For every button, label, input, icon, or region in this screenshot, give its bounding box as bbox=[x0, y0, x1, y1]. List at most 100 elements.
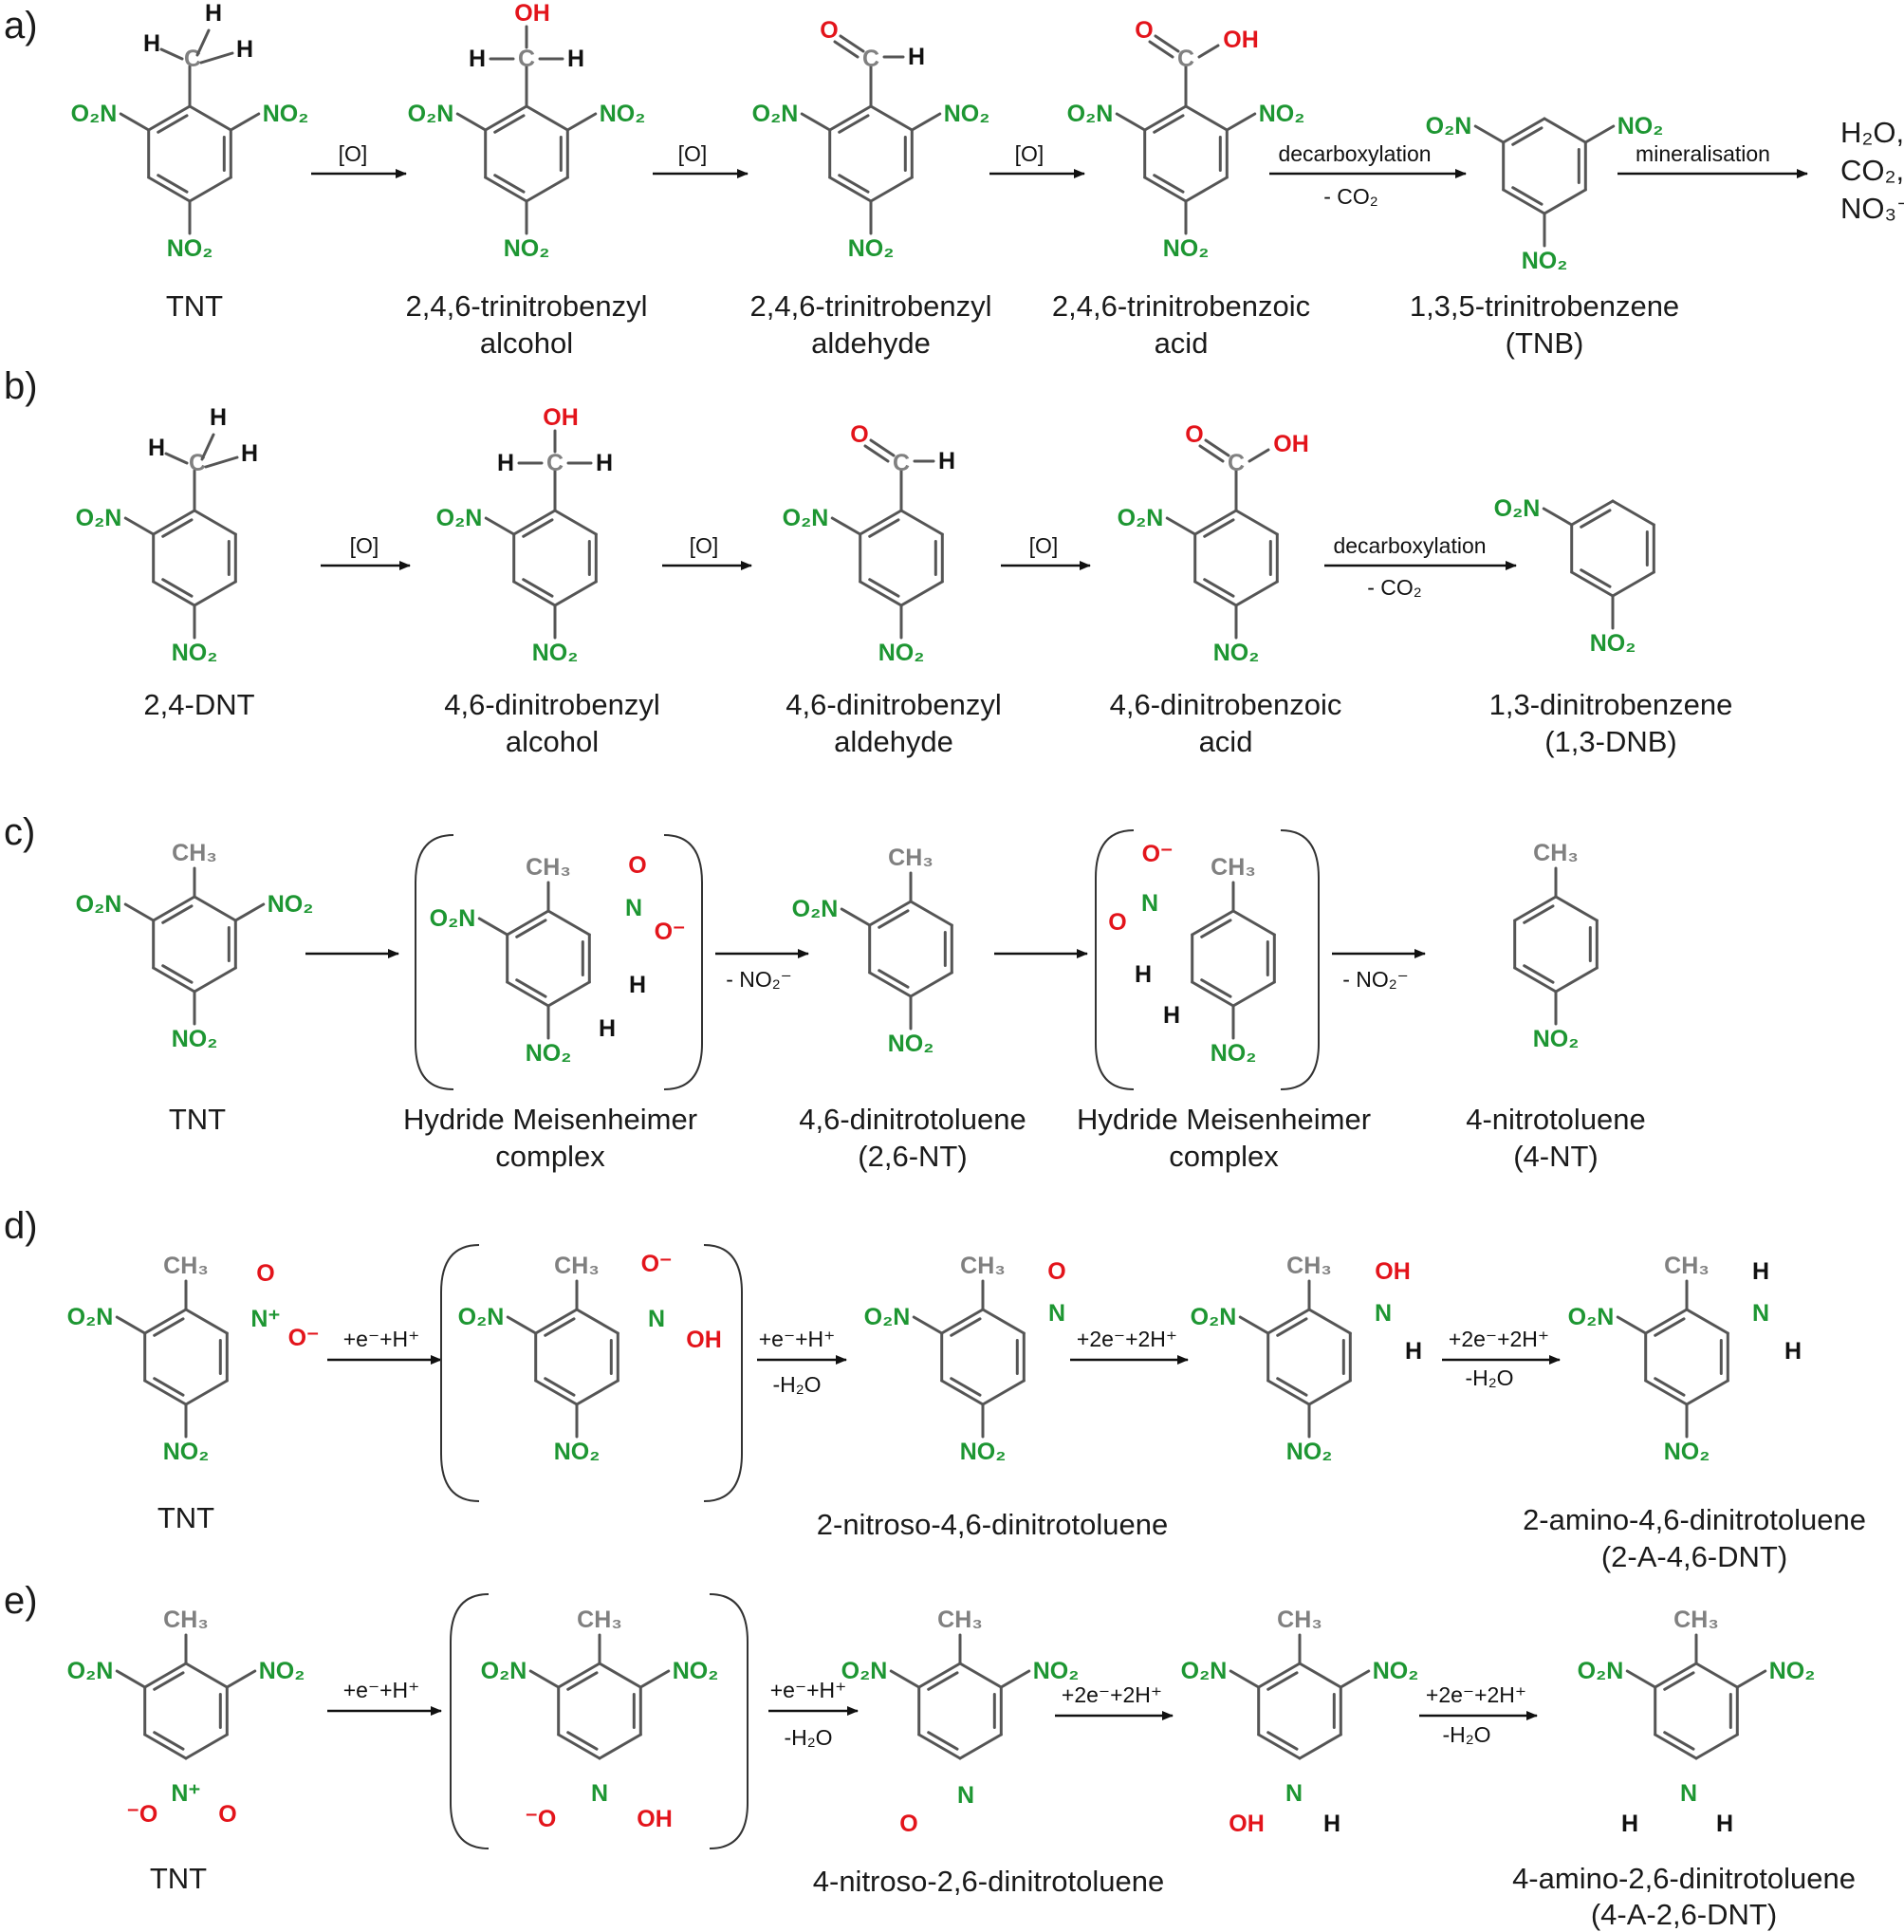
nitro-b-2-left-bond bbox=[484, 516, 516, 536]
bracket-c-2-left bbox=[1095, 829, 1135, 1090]
carboxyl-b-4-co-bond bbox=[1204, 438, 1230, 457]
mol-b-2-double-bond bbox=[522, 518, 554, 538]
caption-c-4-line2: complex bbox=[1169, 1140, 1279, 1173]
mol-b-4-double-bond bbox=[1203, 578, 1235, 598]
mol-e-3-ring-bond bbox=[917, 1733, 962, 1760]
nitro-a-1-right: NO₂ bbox=[263, 101, 309, 127]
nitro-a-3-bottom: NO₂ bbox=[848, 235, 895, 262]
aldehyde-b-3-o: O bbox=[850, 421, 868, 448]
aldehyde-a-3-carbon: C bbox=[862, 46, 879, 72]
mol-e-5-ring-bond bbox=[1654, 1662, 1698, 1689]
nitro-e-3-left-bond bbox=[889, 1669, 921, 1689]
mol-e-1-ring-bond bbox=[184, 1733, 229, 1760]
tnt-a-ring-bond bbox=[147, 104, 192, 132]
mol-c-2-ring-bond bbox=[506, 909, 550, 937]
methyl-b-1-h1: H bbox=[148, 435, 165, 461]
methyl-e-3: CH₃ bbox=[937, 1607, 983, 1633]
arrow-c-4-label: - NO₂⁻ bbox=[1342, 967, 1409, 992]
mol-c-1-double-bond bbox=[161, 964, 194, 984]
nitro-b-5-left-bond bbox=[1542, 507, 1574, 527]
caption-a-2-line2: alcohol bbox=[480, 326, 573, 360]
mol-e-4-ring-bond bbox=[1257, 1733, 1302, 1760]
bracket-d-left bbox=[440, 1244, 480, 1502]
nitro-a-2-bottom: NO₂ bbox=[504, 235, 550, 262]
nitro-e-5-right-bond bbox=[1735, 1669, 1767, 1689]
methyl-d-1: CH₃ bbox=[163, 1253, 209, 1279]
nitronate-ominus-c-4: O⁻ bbox=[1142, 841, 1174, 867]
nitro-c-2-bottom: NO₂ bbox=[526, 1040, 572, 1067]
caption-a-3-line1: 2,4,6-trinitrobenzyl bbox=[749, 289, 991, 323]
arrow-d-1-label: +e⁻+H⁺ bbox=[343, 1327, 420, 1351]
nitro-e-1-left: O₂N bbox=[67, 1658, 114, 1684]
caption-b-4-line1: 4,6-dinitrobenzoic bbox=[1110, 688, 1342, 721]
amine-h2-e-5: H bbox=[1716, 1811, 1733, 1837]
nitro-a-1-bottom: NO₂ bbox=[167, 235, 213, 262]
carboxyl-a-4-o: O bbox=[1135, 17, 1153, 44]
methyl-b-1-ch-bond bbox=[164, 452, 189, 465]
mol-d-2-ring-bond bbox=[534, 1308, 579, 1335]
nitronate-o-c-2: O bbox=[628, 852, 646, 879]
nitro-a-1-left-bond bbox=[119, 112, 151, 132]
bracket-c-1-left bbox=[415, 834, 454, 1090]
mol-d-5-ring-bond bbox=[1685, 1308, 1729, 1335]
nitro-a-5-left: O₂N bbox=[1426, 113, 1472, 139]
nitro-n-e-1: N⁺ bbox=[171, 1780, 200, 1807]
mol-b-2-ring-bond bbox=[512, 580, 557, 607]
mol-c-5-ring-bond bbox=[1554, 895, 1599, 922]
mol-b-1-double-bond bbox=[161, 578, 194, 598]
arrow-d-2-label-below: -H₂O bbox=[772, 1372, 821, 1397]
caption-b-4-line2: acid bbox=[1199, 725, 1253, 758]
mol-b-5-ring-bond bbox=[1570, 499, 1615, 527]
caption-c-5-line2: (4-NT) bbox=[1513, 1140, 1599, 1173]
mol-c-4-ring-bond bbox=[1191, 909, 1235, 937]
nitronate-ominus-c-2: O⁻ bbox=[655, 919, 686, 945]
nitro-d-3-left-bond bbox=[912, 1315, 944, 1335]
mol-b-3-ring-bond bbox=[899, 509, 944, 536]
mol-a-2-ring-bond bbox=[525, 176, 569, 203]
nitro-c-3-bottom: NO₂ bbox=[888, 1031, 934, 1057]
radical-ominus-d-2: O⁻ bbox=[641, 1251, 673, 1277]
arrow-d-4-label-below: -H₂O bbox=[1465, 1365, 1513, 1390]
aldehyde-a-3-o: O bbox=[820, 17, 838, 44]
mol-d-4-ring-bond bbox=[1307, 1379, 1352, 1406]
caption-b-5-line1: 1,3-dinitrobenzene bbox=[1489, 688, 1733, 721]
mol-b-1-ring-bond bbox=[152, 580, 196, 607]
carboxyl-b-4-co-bond bbox=[1248, 448, 1270, 463]
nitro-e-3-right: NO₂ bbox=[1033, 1658, 1080, 1684]
nitronate-n-c-2: N bbox=[625, 895, 642, 921]
mol-d-2-ring-bond bbox=[575, 1308, 619, 1335]
caption-a-4-line1: 2,4,6-trinitrobenzoic bbox=[1052, 289, 1310, 323]
mol-d-4-double-bond bbox=[1276, 1377, 1308, 1397]
mol-a-5-double-bond bbox=[1511, 126, 1544, 146]
mol-a-2-ring-bond bbox=[484, 176, 528, 203]
methyl-a-1-ch-bond bbox=[199, 51, 234, 65]
mol-b-1-double-bond bbox=[161, 518, 194, 538]
bracket-d-right bbox=[703, 1244, 743, 1502]
mol-e-3-double-bond bbox=[927, 1671, 959, 1691]
final-product-co2: CO₂, bbox=[1840, 154, 1904, 187]
caption-a-4-line2: acid bbox=[1155, 326, 1209, 360]
mol-c-5-ring-bond bbox=[1554, 966, 1599, 994]
nitro-c-1-right-bond bbox=[233, 902, 266, 922]
carboxyl-b-4-oh: OH bbox=[1273, 431, 1309, 457]
arrow-e-2-label-below: -H₂O bbox=[784, 1725, 832, 1750]
radical-oh-e-2: OH bbox=[637, 1806, 673, 1832]
nitro-e-1-right-bond bbox=[225, 1669, 257, 1689]
mol-b-3-ring-bond bbox=[859, 580, 903, 607]
mol-c-1-ring-bond bbox=[152, 966, 196, 994]
mol-d-4-ring-bond bbox=[1307, 1308, 1352, 1335]
nitro-d-4-left-bond bbox=[1238, 1315, 1270, 1335]
mol-e-4-ring-bond bbox=[1298, 1662, 1342, 1689]
nitro-ominus-d-1: O⁻ bbox=[288, 1325, 320, 1351]
mol-e-1-double-bond bbox=[153, 1671, 185, 1691]
methyl-a-1-h2: H bbox=[205, 0, 222, 27]
amine-h1-e-5: H bbox=[1621, 1811, 1638, 1837]
mol-b-3-ring-bond bbox=[859, 509, 903, 536]
caption-e-5-line2: (4-A-2,6-DNT) bbox=[1591, 1898, 1777, 1931]
caption-b-1: 2,4-DNT bbox=[143, 688, 254, 721]
bracket-c-2-right bbox=[1280, 829, 1320, 1090]
methyl-b-1-h3: H bbox=[241, 440, 258, 467]
hydroxymethyl-a-2-h1: H bbox=[469, 46, 486, 72]
mol-b-4-ring-bond bbox=[1193, 509, 1238, 536]
hydroxylamine-h-d-4: H bbox=[1405, 1338, 1422, 1365]
